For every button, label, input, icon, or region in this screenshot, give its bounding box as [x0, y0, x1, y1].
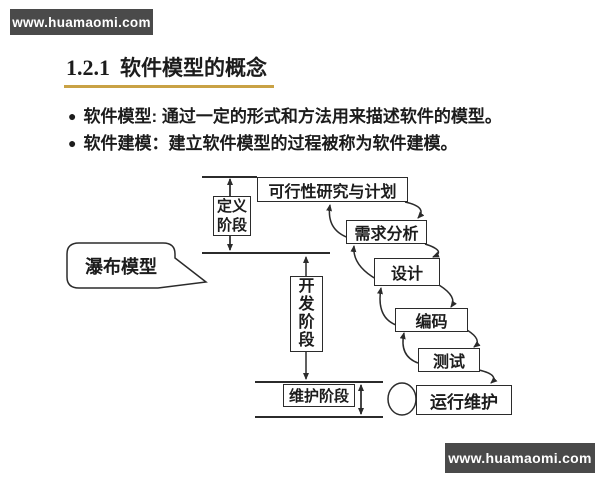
step-label: 设计: [390, 266, 423, 283]
step-label: 需求分析: [354, 226, 419, 243]
operation-loop-icon: [387, 382, 417, 416]
arrow-design-to-coding: [438, 284, 457, 308]
arrow-coding-to-design: [377, 287, 397, 326]
step-label: 可行性研究与计划: [268, 183, 397, 201]
step-label: 运行维护: [430, 392, 498, 412]
phase-box-development: 开发阶段: [290, 276, 323, 352]
section-number: 1.2.1: [66, 55, 110, 80]
list-item: ● 软件模型: 通过一定的形式和方法用来描述软件的模型。: [68, 103, 578, 130]
step-label: 编码: [415, 314, 448, 331]
phase-box-maintenance: 维护阶段: [283, 384, 355, 407]
page-title: 1.2.1 软件模型的概念: [66, 52, 267, 82]
arrow-requirements-to-feasibility: [326, 204, 350, 239]
title-underline: [64, 85, 274, 88]
callout-label: 瀑布模型: [85, 257, 157, 277]
phase-bracket-lines: [202, 176, 383, 418]
callout-bubble: [66, 242, 208, 289]
watermark-text-bottom: www.huamaomi.com: [448, 450, 592, 466]
step-box-operation: 运行维护: [416, 385, 512, 415]
step-box-feasibility: 可行性研究与计划: [257, 177, 408, 202]
watermark-text-top: www.huamaomi.com: [12, 14, 151, 30]
phase-box-definition: 定义阶段: [213, 196, 251, 236]
phase-label: 维护阶段: [288, 388, 349, 405]
watermark-banner-bottom: www.huamaomi.com: [445, 443, 595, 473]
step-box-requirements: 需求分析: [346, 220, 427, 244]
list-item: ● 软件建模：建立软件模型的过程被称为软件建模。: [68, 130, 578, 157]
arrow-testing-to-coding: [399, 332, 419, 364]
arrow-design-to-requirements: [350, 245, 377, 280]
watermark-banner-top: www.huamaomi.com: [10, 9, 153, 35]
step-box-design: 设计: [374, 258, 440, 286]
phase-label: 开发阶段: [298, 278, 315, 349]
arrow-coding-to-testing: [466, 329, 481, 348]
bullet-list: ● 软件模型: 通过一定的形式和方法用来描述软件的模型。 ● 软件建模：建立软件…: [68, 103, 578, 157]
step-label: 测试: [432, 354, 465, 371]
step-box-coding: 编码: [395, 308, 468, 332]
step-box-testing: 测试: [418, 348, 480, 372]
arrow-testing-to-operation: [478, 369, 498, 384]
bullet-text-modeling: 软件建模：建立软件模型的过程被称为软件建模。: [83, 134, 458, 153]
bullet-text-model: 软件模型: 通过一定的形式和方法用来描述软件的模型。: [83, 107, 502, 126]
bullet-icon: ●: [68, 135, 77, 151]
bullet-icon: ●: [68, 108, 77, 124]
section-title-text: 软件模型的概念: [120, 57, 267, 80]
cascade-flow-arrows: [326, 201, 498, 384]
arrow-feasibility-to-requirements: [404, 201, 425, 219]
phase-label: 定义阶段: [216, 198, 247, 234]
arrow-requirements-to-design: [424, 243, 440, 258]
